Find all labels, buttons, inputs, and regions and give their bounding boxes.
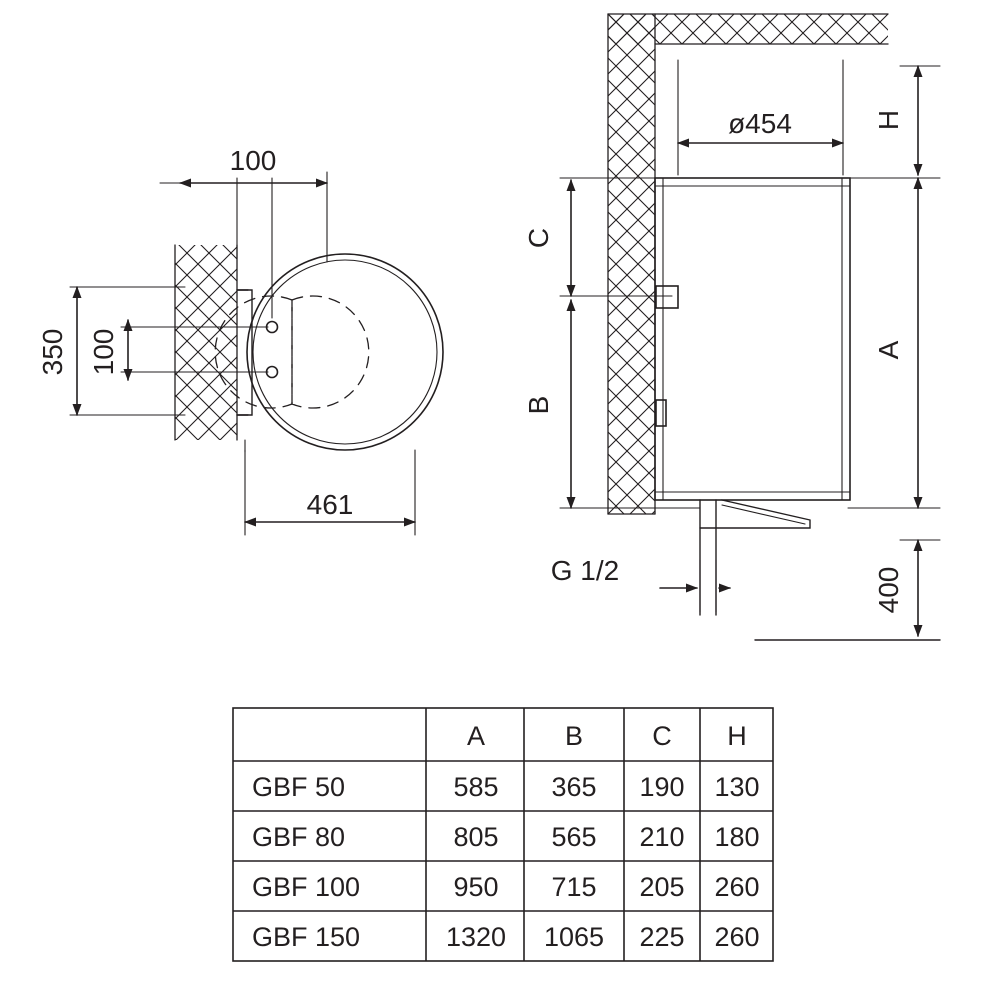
tank-inner-circle [252, 259, 438, 445]
cell-H: 260 [714, 922, 759, 952]
dimension-table: A B C H GBF 50 585 365 190 130 GBF 80 80… [232, 707, 774, 962]
cell-B: 565 [551, 822, 596, 852]
cell-C: 205 [639, 872, 684, 902]
top-view-group [69, 171, 444, 536]
table-row: GBF 50 585 365 190 130 [252, 772, 760, 802]
table-row: GBF 80 805 565 210 180 [252, 822, 760, 852]
cell-model: GBF 50 [252, 772, 345, 802]
bottom-cover [699, 499, 811, 529]
cell-H: 260 [714, 872, 759, 902]
wall-bracket [236, 289, 253, 416]
cell-C: 210 [639, 822, 684, 852]
label-B: B [523, 396, 554, 415]
label-100-left: 100 [88, 329, 119, 376]
label-C: C [523, 228, 554, 248]
table-border [232, 707, 774, 962]
cell-H: 130 [714, 772, 759, 802]
label-100-top: 100 [230, 145, 277, 176]
wall-hatch-side-view [608, 14, 655, 514]
cell-A: 585 [453, 772, 498, 802]
tank-side-tab [655, 399, 667, 427]
table-header-H: H [727, 721, 747, 751]
table-header-A: A [467, 721, 485, 751]
pipe-connections [699, 499, 717, 616]
cell-model: GBF 80 [252, 822, 345, 852]
side-view-group [559, 13, 941, 641]
cell-B: 715 [551, 872, 596, 902]
label-461: 461 [307, 489, 354, 520]
cell-A: 805 [453, 822, 498, 852]
table-header-C: C [652, 721, 672, 751]
table-row: GBF 100 950 715 205 260 [252, 872, 760, 902]
cell-model: GBF 150 [252, 922, 360, 952]
cell-A: 950 [453, 872, 498, 902]
tank-outer-circle [246, 253, 444, 451]
cell-C: 190 [639, 772, 684, 802]
cell-model: GBF 100 [252, 872, 360, 902]
label-350: 350 [37, 329, 68, 376]
cell-B: 1065 [544, 922, 604, 952]
label-A: A [873, 340, 904, 359]
label-diameter: ø454 [728, 108, 792, 139]
label-G12: G 1/2 [551, 555, 619, 586]
tank-bracket [655, 285, 679, 309]
wall-hatch-top-view [175, 245, 237, 440]
table-row: GBF 150 1320 1065 225 260 [252, 922, 760, 952]
label-H: H [873, 110, 904, 130]
cell-H: 180 [714, 822, 759, 852]
flange-dashed [291, 295, 370, 409]
cell-C: 225 [639, 922, 684, 952]
tank-body [654, 177, 851, 501]
cell-A: 1320 [446, 922, 506, 952]
label-400: 400 [873, 567, 904, 614]
table-header-B: B [565, 721, 583, 751]
cell-B: 365 [551, 772, 596, 802]
